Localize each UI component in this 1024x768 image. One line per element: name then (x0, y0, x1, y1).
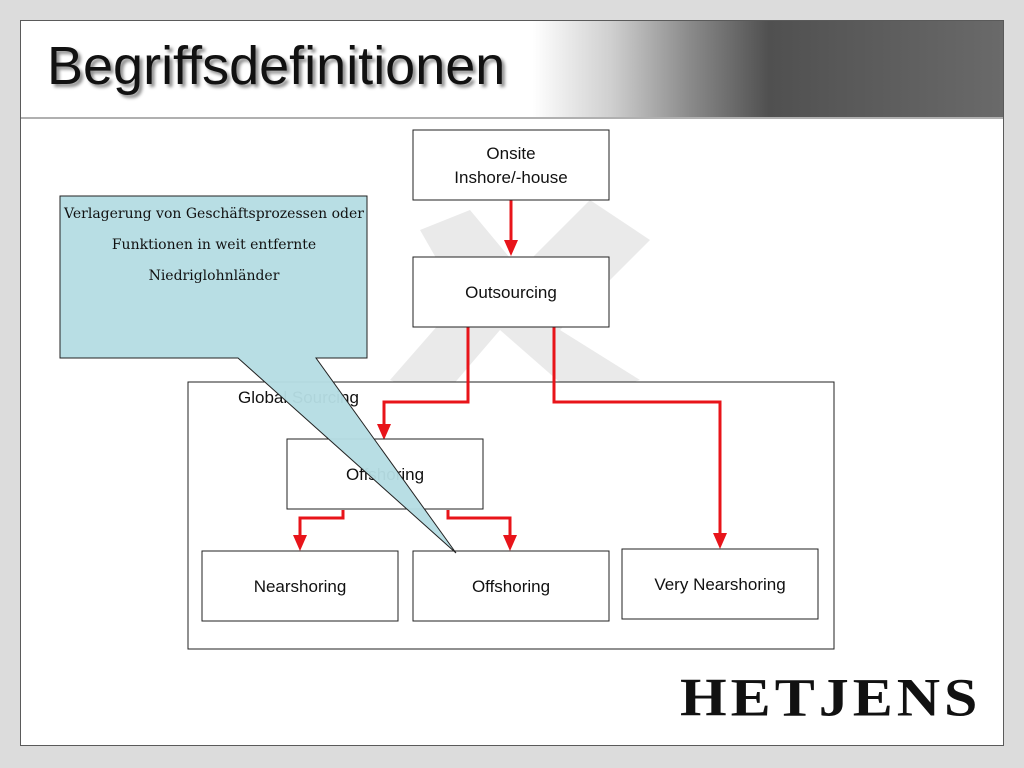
arrowhead-outsourcing (504, 240, 518, 256)
arrow-offshoring-offshoring (446, 510, 512, 543)
arrow-offshoring-nearshoring (298, 510, 345, 543)
node-onsite-line2: Inshore/-house (454, 168, 567, 187)
slide-title: Begriffsdefinitionen (47, 36, 506, 96)
callout-text: Verlagerung von Geschäftsprozessen oder … (64, 206, 364, 284)
node-very-nearshoring (621, 548, 819, 620)
node-very-nearshoring-label: Very Nearshoring (654, 575, 785, 594)
node-onsite (412, 129, 610, 201)
arrow-heads (293, 240, 727, 551)
arrow-outsourcing-offshoring (382, 327, 470, 432)
node-offshoring-parent (286, 438, 484, 510)
arrows (298, 200, 722, 543)
arrowhead-nearshoring (293, 535, 307, 551)
arrow-outsourcing-very-nearshoring (552, 327, 722, 541)
callout-bubble (59, 195, 457, 554)
hetjens-logo: HETJENS (680, 667, 982, 728)
arrowhead-offshoring-child (503, 535, 517, 551)
title-band (21, 21, 1003, 117)
node-offshoring-child (412, 550, 610, 622)
node-nearshoring (201, 550, 399, 622)
arrowhead-offshoring (377, 424, 391, 440)
arrowhead-very-nearshoring (713, 533, 727, 549)
node-onsite-line1: Onsite (486, 144, 535, 163)
node-nearshoring-label: Nearshoring (254, 577, 347, 596)
node-offshoring-child-label: Offshoring (472, 577, 550, 596)
node-outsourcing-label: Outsourcing (465, 283, 557, 302)
title-separator (21, 117, 1003, 119)
node-outsourcing (412, 256, 610, 328)
